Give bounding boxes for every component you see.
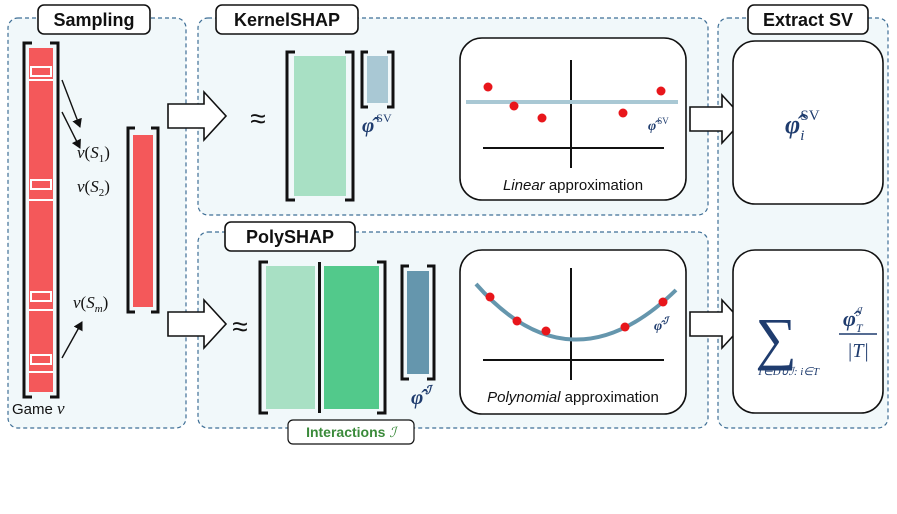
extract-title: Extract SV <box>747 4 869 35</box>
interactions-label-box: Interactions ℐ <box>287 419 415 445</box>
polyshap-title-text: PolySHAP <box>246 227 334 247</box>
sample-arrow-1 <box>61 79 82 128</box>
polynomial-fit-curve <box>474 282 678 342</box>
sample-arrow-2 <box>61 111 81 149</box>
extract-kernel-phi: φ̂iSV <box>785 108 820 144</box>
sum-symbol: ∑ <box>755 306 796 371</box>
arrow-to-kernelshap <box>167 89 228 143</box>
sample-arrow-m <box>61 321 83 359</box>
game-vector <box>22 41 60 399</box>
linear-approximation-plot: φ̂SV Linear approximation <box>459 37 687 201</box>
data-point <box>483 82 493 92</box>
sampling-title-text: Sampling <box>53 10 134 30</box>
data-point <box>509 101 519 111</box>
data-point <box>656 86 666 96</box>
sum-index: T∈D∪ℐ: i∈T <box>757 366 820 378</box>
data-point <box>537 113 547 123</box>
interactions-label: Interactions ℐ <box>306 424 398 441</box>
kernel-approx-symbol: ≈ <box>250 103 265 134</box>
data-point <box>512 316 522 326</box>
kernelshap-title: KernelSHAP <box>215 4 359 35</box>
kernelshap-title-text: KernelSHAP <box>234 10 340 30</box>
extract-kernel-result: φ̂iSV <box>732 40 884 205</box>
data-point <box>620 322 630 332</box>
data-point <box>658 297 668 307</box>
arrow-to-polyshap <box>167 297 228 351</box>
polyshap-title: PolySHAP <box>224 221 356 252</box>
polynomial-approximation-plot: φ̂ℐ Polynomial approximation <box>459 249 687 415</box>
polynomial-caption: Polynomial approximation <box>487 389 659 406</box>
sample-label-m: ν(Sm) <box>73 293 108 315</box>
data-point <box>541 326 551 336</box>
sampled-values-vector <box>126 126 160 314</box>
data-point <box>618 108 628 118</box>
extract-poly-result: ∑ T∈D∪ℐ: i∈T φ̂Tℐ |T| <box>732 249 884 414</box>
sampling-title: Sampling <box>37 4 151 35</box>
data-point <box>485 292 495 302</box>
kernel-coefficient-vector <box>360 50 395 109</box>
poly-design-matrix <box>258 260 387 415</box>
linear-caption: Linear approximation <box>503 177 643 194</box>
poly-approx-symbol: ≈ <box>232 311 247 342</box>
sample-label-2: ν(S2) <box>77 177 110 199</box>
game-label: Game ν <box>12 399 65 418</box>
fraction-denominator: |T| <box>847 340 869 362</box>
sample-label-1: ν(S1) <box>77 143 110 165</box>
kernel-design-matrix <box>285 50 355 202</box>
fraction-numerator: φ̂Tℐ <box>843 305 864 335</box>
poly-coefficient-vector <box>400 264 436 381</box>
extract-title-text: Extract SV <box>763 10 853 30</box>
